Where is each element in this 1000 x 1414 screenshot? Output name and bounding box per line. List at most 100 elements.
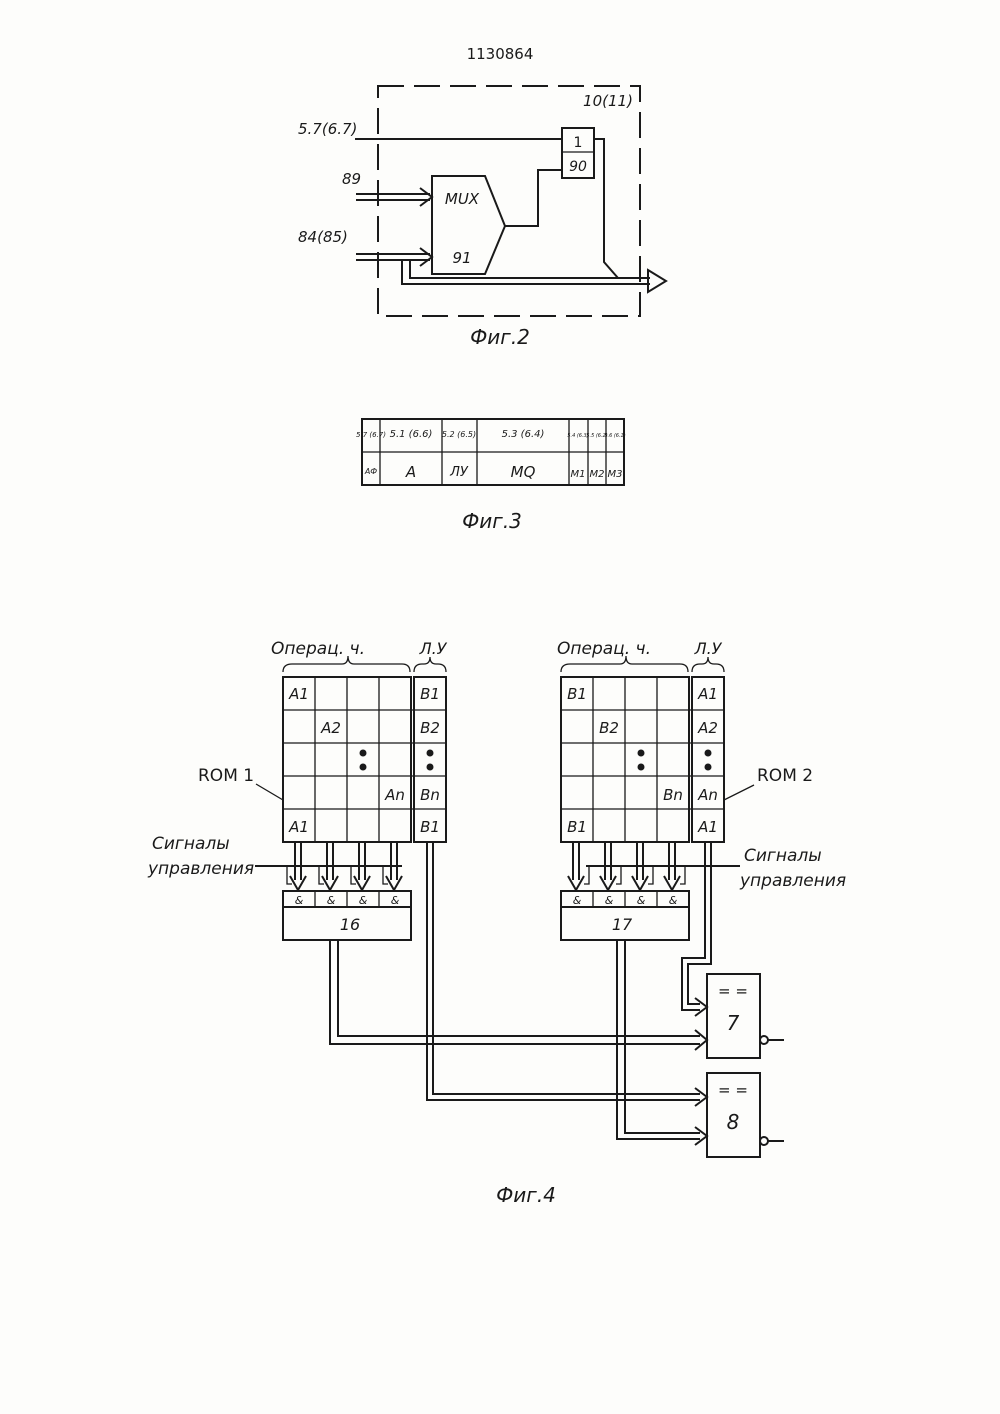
- rom2-brace-lu: [692, 657, 724, 672]
- rom2-header-op: Операц. ч.: [557, 639, 651, 659]
- rom1-cell-a2: A2: [320, 719, 341, 737]
- rom2-label-leader: [724, 785, 754, 800]
- rom1-cell-a1: A1: [288, 685, 309, 703]
- cell-bottom-0: АФ: [364, 467, 377, 476]
- rom2-cell-bn: Bn: [663, 786, 683, 804]
- cell-top-6: 5.6 (6.1): [604, 433, 625, 439]
- rom1-lu-b1-repeat: B1: [420, 818, 440, 836]
- rom1-lu-dot: [427, 764, 434, 771]
- rom1-lu-dot: [427, 750, 434, 757]
- comparator-8-label: 8: [727, 1110, 740, 1134]
- signals-left-line2: управления: [147, 859, 254, 879]
- and-gate-symbol: &: [605, 894, 614, 907]
- input-89-label: 89: [342, 170, 361, 188]
- patent-number: 1130864: [467, 45, 534, 63]
- block-10-label: 10(11): [583, 92, 633, 110]
- signals-right-line1: Сигналы: [744, 846, 822, 866]
- mux-91-bottom: 91: [452, 249, 471, 267]
- mux-91-top: MUX: [445, 190, 480, 208]
- cell-bottom-2: ЛУ: [449, 465, 469, 480]
- cell-top-2: 5.2 (6.5): [442, 430, 476, 439]
- rom1-cell-an: An: [384, 786, 405, 804]
- gate-90-bottom: 90: [569, 159, 587, 175]
- cell-bottom-6: M3: [608, 469, 623, 480]
- input-84-label: 84(85): [298, 228, 348, 246]
- rom1-bus-arrowheads: [290, 876, 402, 890]
- fig4-caption: Фиг.4: [496, 1183, 556, 1207]
- rom2-lu-an: An: [697, 786, 718, 804]
- mux-to-gate-line: [505, 170, 562, 226]
- rom2-dot: [638, 764, 645, 771]
- bus-rom1-lu-to-8: [427, 842, 700, 1100]
- gates-16-dividers: [315, 891, 379, 907]
- fig2-caption: Фиг.2: [470, 325, 530, 349]
- fig4: Операц. ч. Л.У A1 A2 An A1 B1 B2 Bn B1 R…: [147, 639, 846, 1207]
- signals-left-line1: Сигналы: [152, 834, 230, 854]
- rom1-brace-lu: [414, 657, 446, 672]
- input-84-bus: [356, 254, 430, 260]
- cell-top-0: 5.7 (6.7): [356, 431, 386, 439]
- rom1-label-leader: [256, 784, 283, 800]
- comparator-8-output-bubble: [760, 1137, 768, 1145]
- comparator-7-output-bubble: [760, 1036, 768, 1044]
- bus-16-to-7: [330, 940, 700, 1044]
- rom1-lu-bn: Bn: [420, 786, 440, 804]
- input-89-arrowhead: [420, 188, 432, 206]
- fig3: 5.7 (6.7) 5.1 (6.6) 5.2 (6.5) 5.3 (6.4) …: [356, 419, 626, 533]
- gates-17-dividers: [593, 891, 657, 907]
- gate-to-bus-line: [594, 139, 618, 278]
- bus-16-to-7-arrowhead: [695, 1030, 707, 1050]
- rom2-lu-dot: [705, 750, 712, 757]
- cell-bottom-5: M2: [590, 469, 605, 480]
- rom2-lu-a1-repeat: A1: [697, 818, 718, 836]
- fig2: 10(11) 5.7(6.7) 1 90 MUX 91 89 84(85) Фи…: [298, 86, 666, 349]
- bus-rom2-lu-to-7-arrowhead: [695, 998, 707, 1016]
- rom2-cell-b1-repeat: B1: [567, 818, 587, 836]
- rom1-label: ROM 1: [198, 766, 254, 786]
- rom2-bus-arrowheads: [568, 876, 680, 890]
- rom1-cell-a1-repeat: A1: [288, 818, 309, 836]
- rom2-column-busses: [573, 842, 675, 880]
- and-gate-symbol: &: [391, 894, 400, 907]
- and-gate-symbol: &: [327, 894, 336, 907]
- fig3-caption: Фиг.3: [462, 509, 522, 533]
- rom1-header-lu: Л.У: [419, 639, 448, 658]
- cell-top-1: 5.1 (6.6): [390, 429, 433, 440]
- comparator-7-label: 7: [727, 1011, 740, 1035]
- output-bus-arrowhead: [648, 270, 666, 292]
- rom2-cell-b2: B2: [599, 719, 619, 737]
- bus-17-to-8-arrowhead: [695, 1127, 707, 1145]
- rom2-lu-dot: [705, 764, 712, 771]
- cell-bottom-1: A: [405, 463, 416, 481]
- cell-bottom-3: MQ: [511, 463, 536, 481]
- register-16-label: 16: [340, 915, 360, 934]
- input-89-bus: [356, 194, 430, 200]
- and-gate-symbol: &: [637, 894, 646, 907]
- and-gate-symbol: &: [669, 894, 678, 907]
- rom2-lu-a2: A2: [697, 719, 718, 737]
- rom2-lu-a1: A1: [697, 685, 718, 703]
- and-gate-symbol: &: [359, 894, 368, 907]
- cell-top-3: 5.3 (6.4): [502, 429, 545, 440]
- rom1-dot: [360, 750, 367, 757]
- rom2-cell-b1: B1: [567, 685, 587, 703]
- bus-rom1-lu-to-8-arrowhead: [695, 1088, 707, 1106]
- rom2-header-lu: Л.У: [694, 639, 723, 658]
- rom1-lu-b1: B1: [420, 685, 440, 703]
- rom2-label: ROM 2: [757, 766, 813, 786]
- cell-bottom-4: M1: [571, 469, 586, 480]
- rom1-header-op: Операц. ч.: [271, 639, 365, 659]
- rom1-lu-b2: B2: [420, 719, 440, 737]
- rom1-column-busses: [295, 842, 397, 880]
- input-84-arrowhead: [420, 248, 432, 266]
- gate-90-top: 1: [574, 135, 583, 151]
- and-gate-symbol: &: [295, 894, 304, 907]
- comparator-8-symbol: = =: [718, 1081, 748, 1099]
- register-17-label: 17: [612, 915, 633, 934]
- comparator-7-symbol: = =: [718, 982, 748, 1000]
- signals-right-line2: управления: [739, 871, 846, 891]
- and-gate-symbol: &: [573, 894, 582, 907]
- input-5-7-label: 5.7(6.7): [298, 120, 357, 138]
